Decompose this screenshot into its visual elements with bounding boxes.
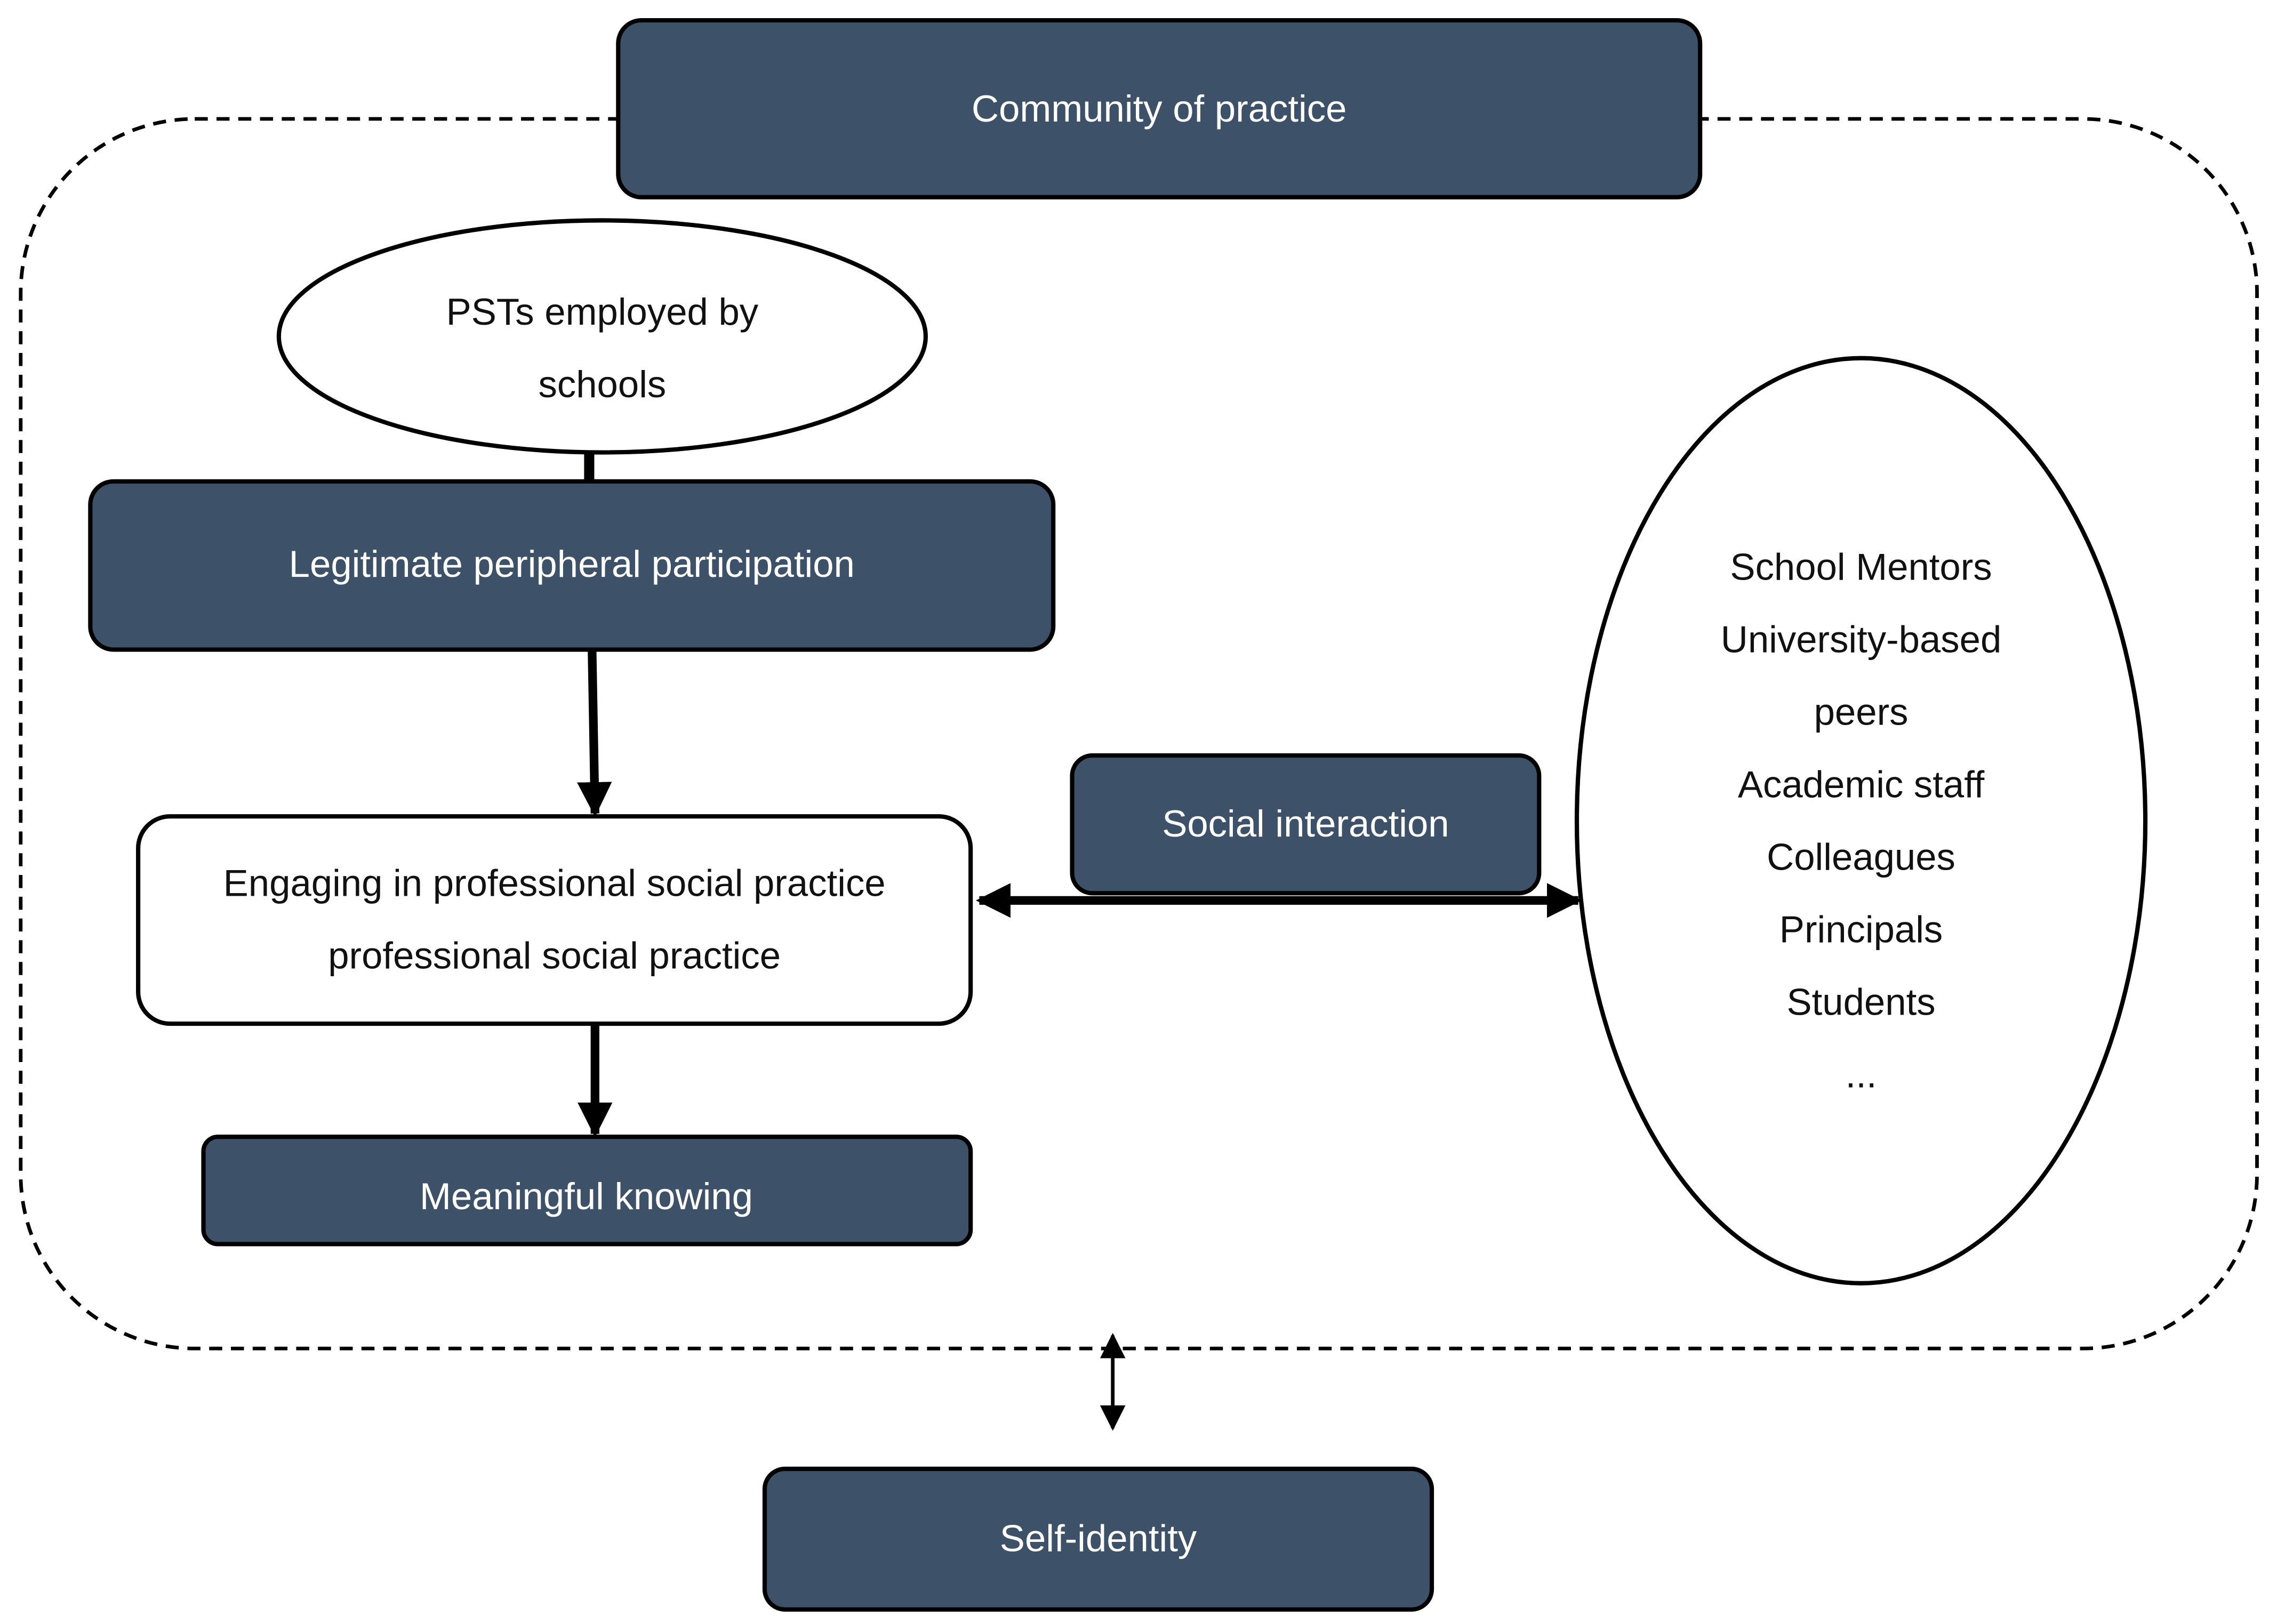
engaging-practice-label-line2: professional social practice [328,934,781,976]
engaging-practice-label-line1: Engaging in professional social practice [223,862,886,904]
legitimate-peripheral-participation-box: Legitimate peripheral participation [88,479,1056,652]
actor-item: ... [1846,1053,1877,1095]
community-of-practice-box: Community of practice [616,18,1703,199]
meaningful-knowing-box: Meaningful knowing [201,1135,973,1247]
actor-item: School Mentors [1730,545,1992,588]
social-interaction-label: Social interaction [1162,802,1449,845]
meaningful-knowing-label: Meaningful knowing [420,1175,753,1217]
actor-item: peers [1814,690,1909,733]
psts-employed-ellipse: PSTs employed by schools [276,218,928,455]
actors-ellipse: School Mentors University-based peers Ac… [1574,356,2148,1285]
legitimate-peripheral-participation-label: Legitimate peripheral participation [289,543,855,585]
self-identity-label: Self-identity [1000,1517,1197,1559]
arrow-lpp-to-engaging [577,650,612,817]
social-interaction-box: Social interaction [1070,753,1542,896]
psts-employed-label-line2: schools [539,363,667,405]
actor-item: University-based [1721,618,2002,660]
actor-item: Principals [1779,908,1943,950]
community-of-practice-label: Community of practice [972,87,1346,130]
actor-item: Students [1786,980,1935,1023]
actor-item: Academic staff [1738,763,1985,805]
actor-item: Colleagues [1767,835,1955,878]
psts-employed-label-line1: PSTs employed by [446,291,759,333]
self-identity-box: Self-identity [762,1466,1434,1612]
engaging-practice-box: Engaging in professional social practice… [136,814,973,1026]
